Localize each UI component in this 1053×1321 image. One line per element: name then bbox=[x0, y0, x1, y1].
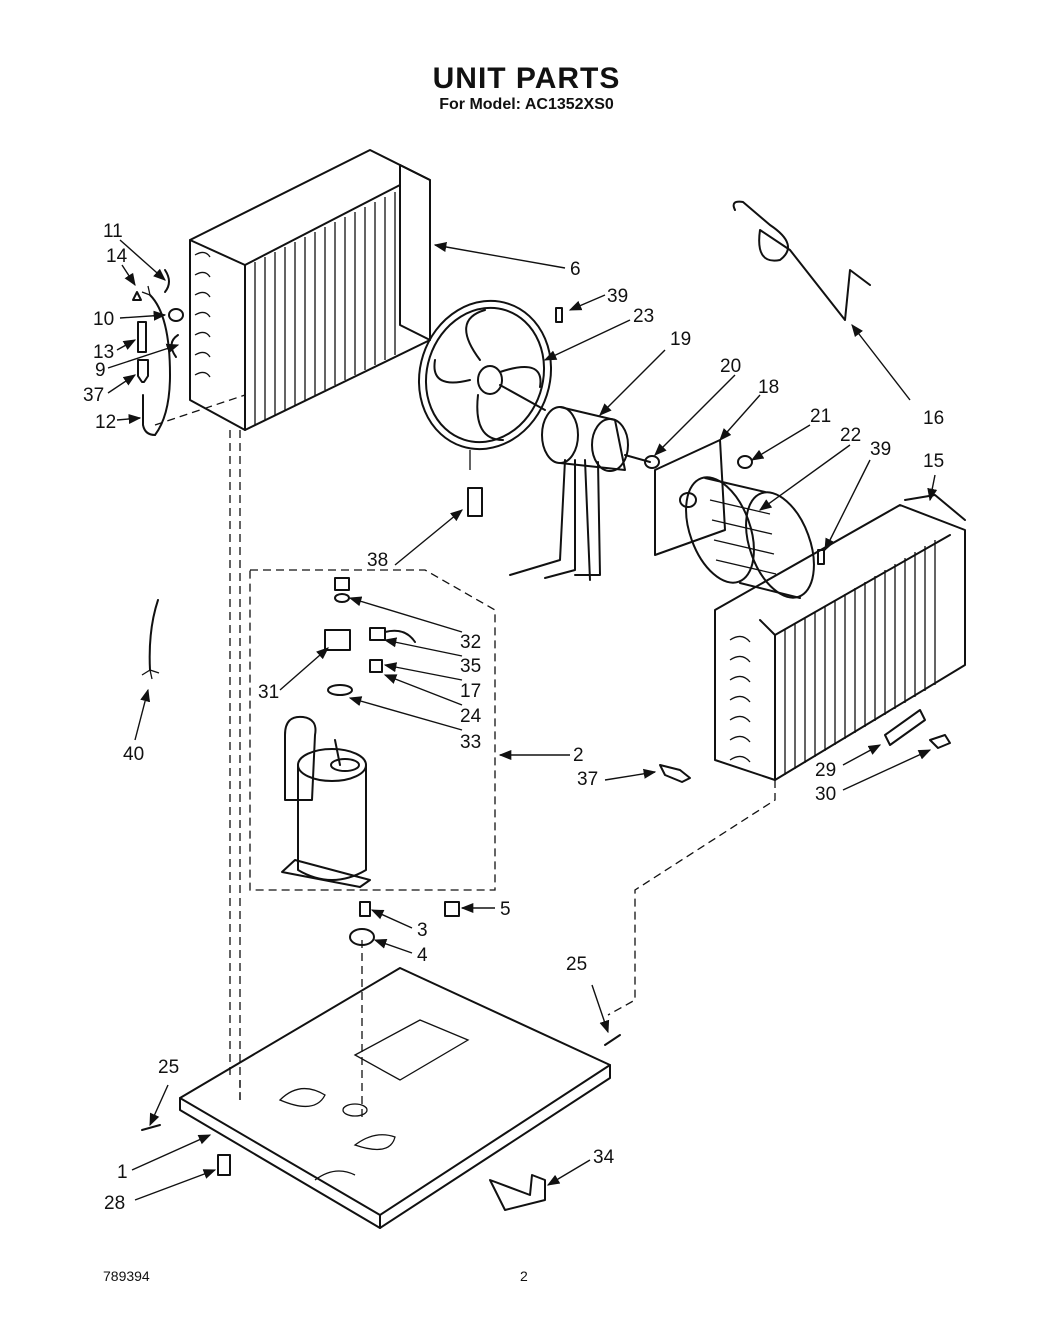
motor-bracket bbox=[654, 439, 726, 556]
nut-21 bbox=[737, 455, 753, 469]
blower-wheel bbox=[685, 476, 815, 599]
callout-10: 10 bbox=[93, 309, 114, 330]
callout-1: 1 bbox=[117, 1162, 128, 1183]
evaporator-coil bbox=[714, 494, 966, 781]
set-screw bbox=[555, 307, 563, 323]
callout-37-right: 37 bbox=[577, 769, 598, 790]
callout-40: 40 bbox=[123, 744, 144, 765]
callout-25-left: 25 bbox=[158, 1057, 179, 1078]
compressor bbox=[281, 715, 371, 888]
callout-31: 31 bbox=[258, 682, 279, 703]
callout-3: 3 bbox=[417, 920, 428, 941]
sleeve-3 bbox=[359, 901, 371, 917]
nut bbox=[644, 455, 660, 469]
callout-32: 32 bbox=[460, 632, 481, 653]
callout-38: 38 bbox=[367, 550, 388, 571]
condenser-coil bbox=[189, 149, 431, 431]
callout-29: 29 bbox=[815, 760, 836, 781]
bracket-34 bbox=[489, 1174, 546, 1211]
drain-tube bbox=[884, 709, 926, 746]
leader-lines bbox=[107, 239, 938, 1201]
callout-24: 24 bbox=[460, 706, 482, 727]
callout-2: 2 bbox=[573, 745, 584, 766]
base-pan bbox=[179, 967, 611, 1229]
clip-28 bbox=[217, 1154, 231, 1176]
screw-25-right bbox=[604, 1034, 621, 1046]
callout-23: 23 bbox=[633, 306, 654, 327]
condenser-fan bbox=[417, 299, 553, 470]
support-rod bbox=[732, 200, 871, 321]
callout-17: 17 bbox=[460, 681, 481, 702]
document-number: 789394 bbox=[103, 1268, 150, 1284]
left-small-parts bbox=[132, 269, 184, 436]
grommet-5 bbox=[444, 901, 460, 917]
callout-19: 19 bbox=[670, 329, 691, 350]
callout-39-top: 39 bbox=[607, 286, 628, 307]
callout-18: 18 bbox=[758, 377, 779, 398]
callout-15: 15 bbox=[923, 451, 944, 472]
fan-motor bbox=[509, 406, 651, 581]
page-title: UNIT PARTS bbox=[432, 62, 621, 95]
callout-25-right: 25 bbox=[566, 954, 587, 975]
fan-clip bbox=[467, 487, 483, 517]
callout-13: 13 bbox=[93, 342, 114, 363]
callout-6: 6 bbox=[570, 259, 581, 280]
callout-33: 33 bbox=[460, 732, 481, 753]
callout-28: 28 bbox=[104, 1193, 125, 1214]
screw-25-left bbox=[141, 1124, 161, 1131]
callout-14: 14 bbox=[106, 246, 128, 267]
compressor-assembly-outline bbox=[249, 569, 496, 891]
callout-21: 21 bbox=[810, 406, 831, 427]
callout-16: 16 bbox=[923, 408, 944, 429]
terminal-37 bbox=[659, 764, 691, 783]
callout-22: 22 bbox=[840, 425, 861, 446]
callout-37-left: 37 bbox=[83, 385, 104, 406]
callout-labels: 11 14 10 13 9 37 12 6 39 23 19 20 18 21 … bbox=[83, 221, 944, 1214]
page-number: 2 bbox=[520, 1268, 528, 1284]
callout-35: 35 bbox=[460, 656, 481, 677]
wire-harness bbox=[148, 294, 171, 671]
model-subtitle: For Model: AC1352XS0 bbox=[439, 96, 614, 113]
callout-12: 12 bbox=[95, 412, 116, 433]
callout-11: 11 bbox=[103, 221, 123, 242]
clip-30 bbox=[929, 734, 951, 749]
callout-5: 5 bbox=[500, 899, 511, 920]
callout-34: 34 bbox=[593, 1147, 615, 1168]
compressor-small-parts bbox=[324, 577, 416, 696]
callout-30: 30 bbox=[815, 784, 836, 805]
callout-4: 4 bbox=[417, 945, 428, 966]
callout-39-right: 39 bbox=[870, 439, 891, 460]
callout-9: 9 bbox=[95, 360, 106, 381]
callout-20: 20 bbox=[720, 356, 741, 377]
